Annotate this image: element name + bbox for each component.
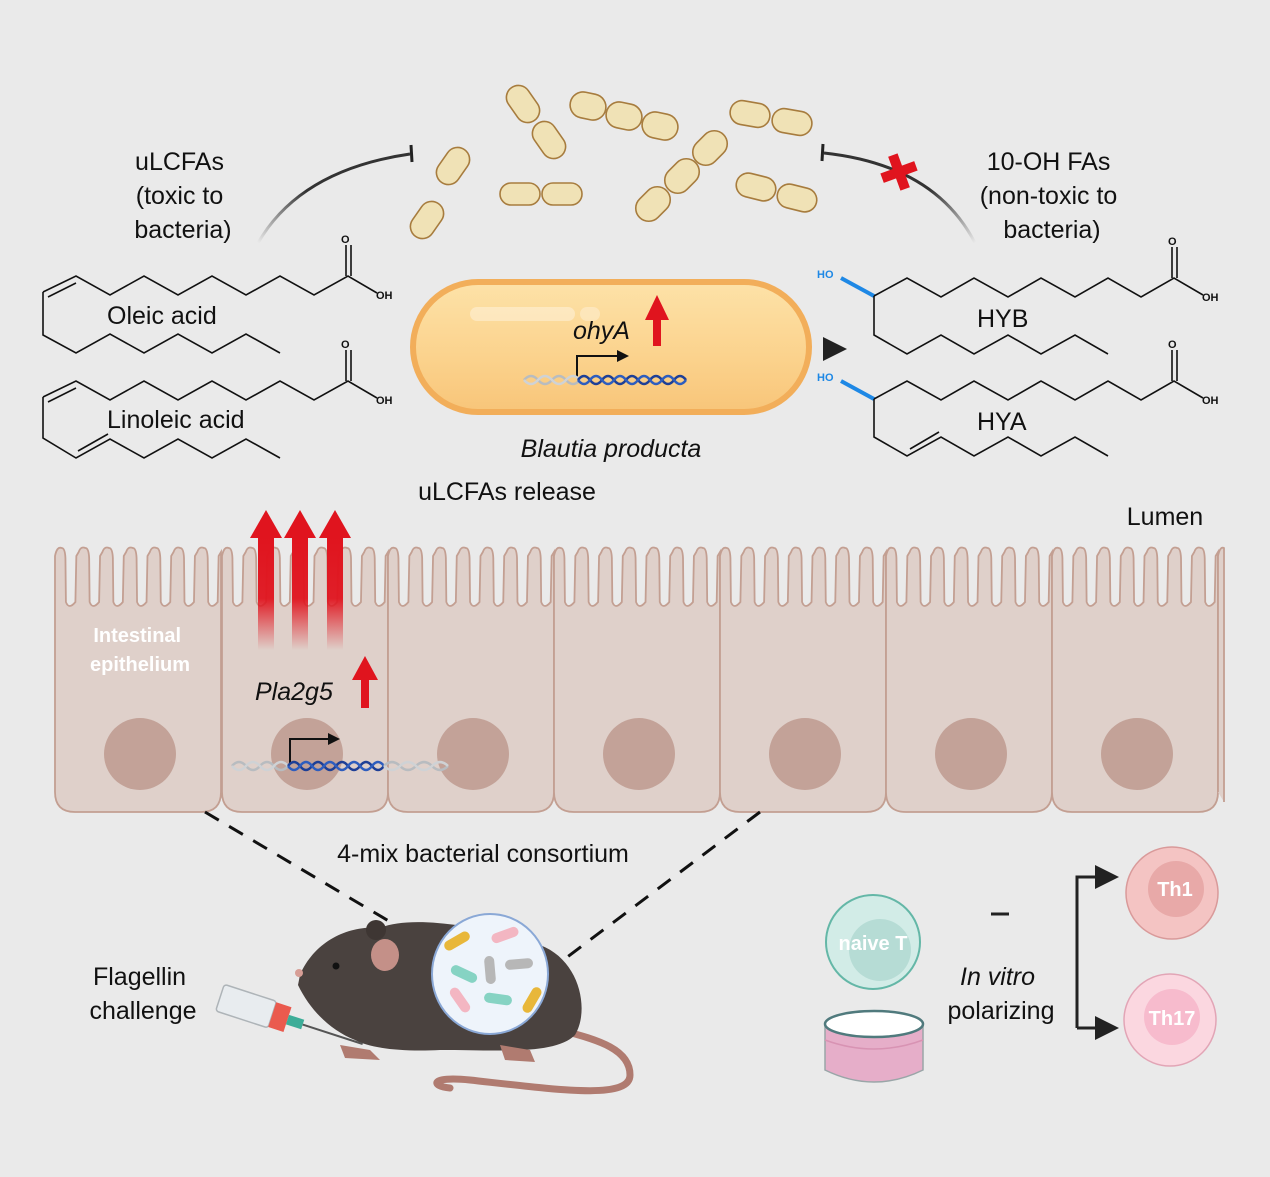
ulcfa-release-arrows xyxy=(250,510,351,650)
bacterium-rod xyxy=(729,99,771,129)
svg-text:OH: OH xyxy=(376,290,393,302)
naive-t-cell xyxy=(825,894,921,990)
epithelium-label: Intestinal epithelium xyxy=(90,625,190,676)
mouse-ear-back xyxy=(366,920,386,940)
svg-text:OH: OH xyxy=(376,395,393,407)
epithelial-cell xyxy=(719,546,887,813)
linoleic-acid-structure: O OH xyxy=(42,339,393,459)
oh-fa-blocked-inhibition-arc xyxy=(820,143,977,244)
th17-label: Th17 xyxy=(1149,1008,1196,1030)
epithelial-cell xyxy=(1051,546,1219,813)
cell-nucleus xyxy=(104,718,176,790)
pla2g5-upregulation-arrow xyxy=(352,656,378,708)
mouse-eye xyxy=(332,962,340,970)
ulcfa-inhibition-arc xyxy=(256,144,414,244)
polarizing-label: In vitro polarizing xyxy=(947,963,1054,1025)
bacterium-rod xyxy=(409,200,445,240)
epithelial-cell xyxy=(387,546,555,813)
cell-nucleus xyxy=(1101,718,1173,790)
th1-label: Th1 xyxy=(1157,879,1193,901)
hya-label: HYA xyxy=(977,408,1027,436)
mouse-ear xyxy=(371,939,399,971)
zoom-dashed-line-right xyxy=(565,810,761,960)
pla2g5-promoter-arrow xyxy=(289,733,340,763)
oleic-acid-structure: O OH xyxy=(42,234,393,354)
commensal-bacteria-cluster xyxy=(409,84,818,240)
petri-dish-icon xyxy=(823,1009,925,1083)
cell-nucleus xyxy=(271,718,343,790)
hya-structure: HO O OH xyxy=(817,339,1219,457)
mouse-nose xyxy=(295,969,303,977)
bacterium-rod xyxy=(531,120,567,160)
linoleic-acid-label: Linoleic acid xyxy=(107,406,245,434)
th17-cell xyxy=(1123,973,1217,1067)
lumen-label: Lumen xyxy=(1127,503,1203,531)
blautia-producta-cell xyxy=(410,279,812,415)
ohya-gene-label: ohyA xyxy=(573,317,630,345)
bacterium-rod xyxy=(499,182,541,206)
cell-nucleus xyxy=(935,718,1007,790)
ohya-upregulation-arrow xyxy=(645,295,669,346)
svg-text:O: O xyxy=(1168,236,1177,248)
mouse-tail xyxy=(433,1026,634,1095)
flagellin-label: Flagellin challenge xyxy=(89,963,196,1025)
epithelial-cell xyxy=(885,546,1053,813)
bacterium-rod xyxy=(569,91,607,121)
bacterium-rod xyxy=(435,146,471,186)
blautia-producta-label: Blautia producta xyxy=(521,435,702,463)
bacterium-rod xyxy=(505,84,541,124)
svg-text:HO: HO xyxy=(817,269,834,281)
ohya-dna-helix xyxy=(523,374,687,386)
pla2g5-gene-label: Pla2g5 xyxy=(255,678,333,706)
svg-text:OH: OH xyxy=(1202,292,1219,304)
bacterium-rod xyxy=(541,182,583,206)
epithelial-cell xyxy=(553,546,721,813)
bacterium-rod xyxy=(776,183,818,213)
svg-text:O: O xyxy=(1168,339,1177,351)
epithelial-cell-partial xyxy=(1217,546,1225,802)
mouse-front-paw xyxy=(340,1045,380,1060)
consortium-label: 4-mix bacterial consortium xyxy=(337,840,629,868)
svg-text:HO: HO xyxy=(817,372,834,384)
bacterium-rod xyxy=(691,129,729,167)
mouse-hind-paw xyxy=(500,1045,535,1062)
intestinal-epithelium xyxy=(54,546,1225,813)
cell-nucleus xyxy=(769,718,841,790)
bacterium-rod xyxy=(771,107,813,137)
svg-text:O: O xyxy=(341,339,350,351)
blocked-cross-icon xyxy=(880,153,918,191)
svg-text:OH: OH xyxy=(1202,395,1219,407)
th1-cell xyxy=(1125,846,1219,940)
bacterium-rod xyxy=(641,111,679,141)
cell-nucleus xyxy=(603,718,675,790)
oleic-acid-label: Oleic acid xyxy=(107,302,217,330)
ulcfa-release-label: uLCFAs release xyxy=(418,478,596,506)
cell-nucleus xyxy=(437,718,509,790)
hyb-label: HYB xyxy=(977,305,1028,333)
bacterium-rod xyxy=(605,101,643,131)
epithelial-cell xyxy=(54,546,222,813)
consortium-magnifier xyxy=(431,913,549,1035)
hydroxy-fa-inhibition-line xyxy=(991,472,1009,916)
naive-t-label: naive T xyxy=(839,933,908,955)
bacterium-rod xyxy=(735,172,777,202)
pla2g5-dna-helix xyxy=(231,760,449,772)
ulcfa-title: uLCFAs (toxic to bacteria) xyxy=(134,148,231,244)
svg-text:O: O xyxy=(341,234,350,246)
polarization-arrows xyxy=(925,865,1119,1040)
ohya-promoter-arrow xyxy=(576,350,629,378)
hyb-structure: HO O OH xyxy=(817,236,1219,355)
bacterium-rod xyxy=(634,185,672,223)
bacterium-rod xyxy=(663,157,701,195)
oh-fa-title: 10-OH FAs (non-toxic to bacteria) xyxy=(980,148,1125,244)
syringe xyxy=(215,984,363,1045)
